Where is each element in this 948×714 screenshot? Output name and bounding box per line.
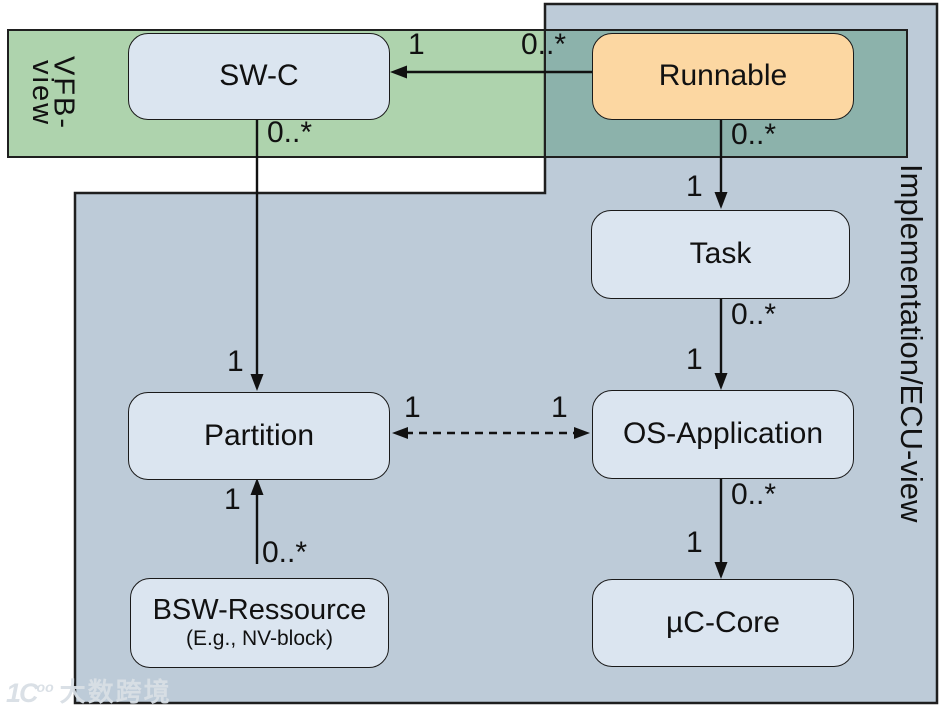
node-uc-core: µC-Core (592, 579, 854, 667)
mult-partition-bottom: 1 (224, 483, 241, 516)
node-bsw-ressource-sublabel: (E.g., NV-block) (185, 626, 334, 650)
arrowhead-swc-to-partition (250, 374, 264, 391)
node-bsw-ressource: BSW-Ressource (E.g., NV-block) (130, 578, 389, 668)
mult-os-down-source: 0..* (731, 478, 777, 511)
arrowhead-partition-side (392, 427, 408, 439)
mult-dashed-right: 1 (551, 391, 568, 424)
node-runnable: Runnable (592, 33, 854, 120)
mult-task-top: 1 (686, 170, 703, 203)
mult-partition-top: 1 (227, 345, 244, 378)
vfb-view-label-line2: view (25, 60, 58, 127)
arrowhead-task-to-os-application (714, 373, 728, 390)
arrowhead-os-application-to-core (714, 562, 728, 579)
node-bsw-ressource-label: BSW-Ressource (152, 594, 367, 627)
node-runnable-label: Runnable (658, 59, 788, 93)
vfb-view-label: VFB- view (25, 56, 80, 131)
arrowhead-runnable-to-task (714, 192, 728, 209)
node-uc-core-label: µC-Core (666, 605, 780, 639)
watermark: 1Coo 大数跨境 (6, 677, 172, 709)
implementation-ecu-view-label: Implementation/ECU-view (894, 164, 929, 523)
node-partition-label: Partition (203, 418, 315, 452)
mult-bsw-top: 0..* (262, 536, 308, 569)
node-partition: Partition (128, 392, 390, 480)
mult-runnable-down-source: 0..* (731, 118, 777, 151)
node-sw-c: SW-C (128, 33, 390, 120)
arrowhead-runnable-to-swc (390, 65, 407, 79)
mult-swc-down-source: 0..* (267, 116, 313, 149)
node-os-application-label: OS-Application (622, 417, 824, 451)
node-os-application: OS-Application (592, 390, 854, 479)
node-task-label: Task (689, 237, 752, 271)
mult-runnable-end: 0..* (521, 28, 567, 61)
vfb-view-label-line1: VFB- (47, 56, 80, 131)
node-sw-c-label: SW-C (219, 59, 299, 93)
watermark-logo-icon: 1Coo (6, 677, 54, 708)
mult-uc-core-top: 1 (686, 526, 703, 559)
mult-dashed-left: 1 (404, 391, 421, 424)
mult-swc-end: 1 (408, 28, 425, 61)
arrowhead-bsw-to-partition (250, 478, 264, 495)
node-task: Task (591, 210, 850, 299)
mult-os-application-top: 1 (686, 343, 703, 376)
mult-task-down-source: 0..* (731, 298, 777, 331)
watermark-text: 大数跨境 (59, 678, 172, 708)
arrowhead-os-application-side (574, 427, 590, 439)
